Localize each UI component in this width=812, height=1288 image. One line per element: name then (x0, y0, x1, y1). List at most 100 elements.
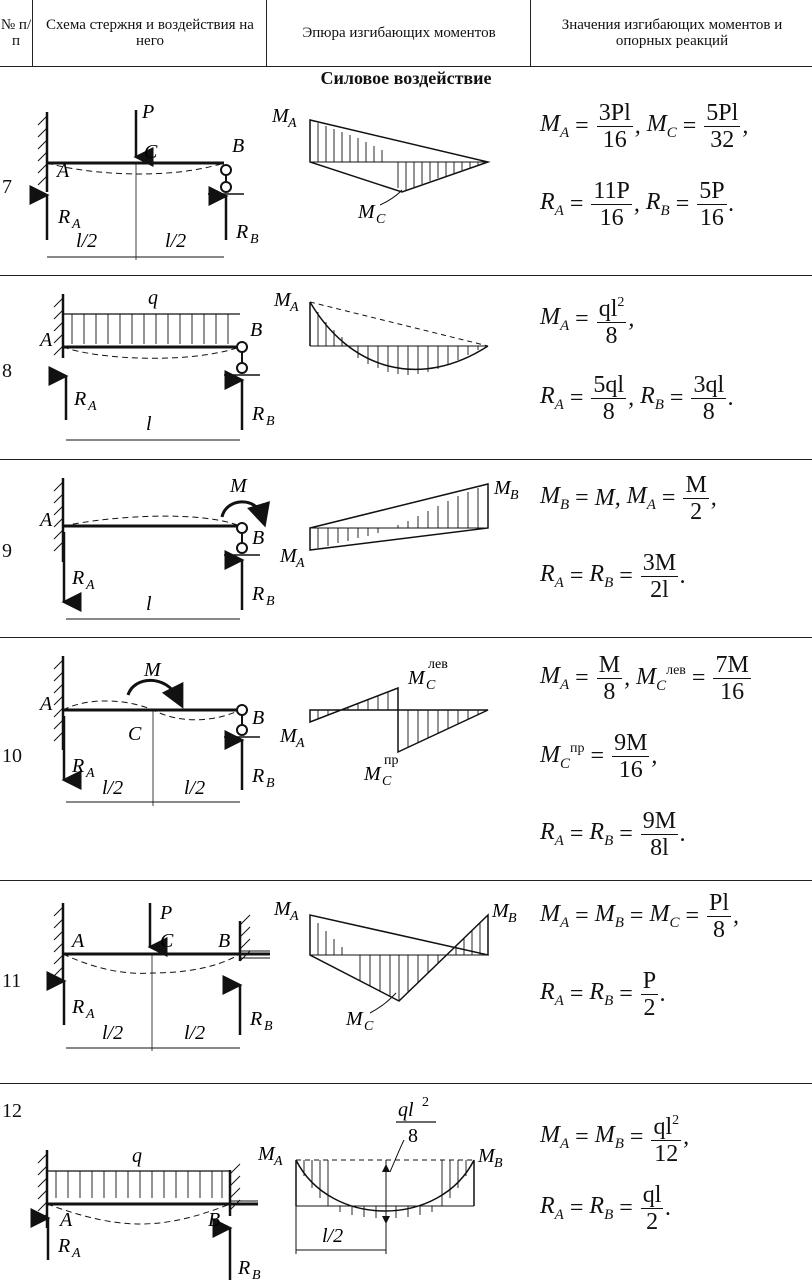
svg-text:C: C (364, 1019, 374, 1034)
label-B: B (218, 930, 230, 952)
label-half: l/2 (165, 230, 186, 252)
diag-MC: M (357, 201, 376, 223)
diag-MA: M (257, 1143, 276, 1165)
svg-text:A: A (295, 556, 305, 571)
header-num: № п/п (0, 17, 32, 49)
svg-text:2: 2 (422, 1095, 429, 1110)
label-RA: R (57, 206, 70, 228)
header-scheme: Схема стержня и воздействия на него (46, 17, 254, 49)
diag-MA: M (271, 105, 290, 127)
label-B: B (252, 527, 264, 549)
svg-text:A: A (87, 399, 97, 414)
section-title: Силовое воздействие (320, 68, 492, 88)
header-divider (530, 0, 531, 66)
label-B: B (250, 319, 262, 341)
label-RB: R (251, 403, 264, 425)
diag-MB: M (477, 1145, 496, 1167)
svg-text:C: C (376, 212, 386, 227)
row-number: 9 (2, 540, 12, 562)
header-divider (266, 0, 267, 66)
header-diagram: Эпюра изгибающих моментов (302, 25, 496, 41)
svg-text:B: B (264, 1019, 273, 1034)
diag-MB: M (493, 477, 512, 499)
label-RB: R (249, 1008, 262, 1030)
row-divider (0, 1083, 812, 1084)
svg-text:C: C (382, 774, 392, 789)
label-M: M (229, 475, 248, 497)
row-number: 12 (2, 1100, 22, 1122)
svg-text:B: B (494, 1156, 503, 1171)
row-number: 11 (2, 970, 22, 992)
diag-MA: M (279, 545, 298, 567)
label-RB: R (251, 583, 264, 605)
label-half: l/2 (184, 777, 205, 799)
table-header: № п/п Схема стержня и воздействия на нег… (0, 0, 812, 67)
label-B: B (232, 135, 244, 157)
diag-MC-left: M (407, 667, 426, 689)
label-A: A (58, 1209, 73, 1231)
svg-text:пр: пр (384, 753, 399, 768)
row-divider (0, 637, 812, 638)
svg-text:A: A (85, 578, 95, 593)
row-divider (0, 275, 812, 276)
svg-text:A: A (287, 116, 297, 131)
label-q: q (132, 1145, 142, 1167)
label-A: A (55, 160, 70, 182)
svg-text:лев: лев (428, 657, 448, 672)
label-half: l/2 (102, 1022, 123, 1044)
label-q: q (148, 287, 158, 309)
label-RB: R (235, 221, 248, 243)
diag-ql2: ql (398, 1099, 414, 1121)
label-RA: R (73, 388, 86, 410)
row-number: 10 (2, 745, 22, 767)
label-half: l/2 (184, 1022, 205, 1044)
label-C: C (160, 930, 174, 952)
label-A: A (38, 693, 53, 715)
svg-text:A: A (273, 1154, 283, 1169)
diag-half: l/2 (322, 1225, 343, 1247)
row-number: 7 (2, 176, 12, 198)
svg-text:A: A (71, 217, 81, 232)
diag-MB: M (491, 900, 510, 922)
label-M: M (143, 659, 162, 681)
svg-text:A: A (295, 736, 305, 751)
row-divider (0, 880, 812, 881)
svg-text:C: C (426, 678, 436, 693)
label-RA: R (71, 755, 84, 777)
row-divider (0, 459, 812, 460)
diag-MC: M (345, 1008, 364, 1030)
row-number: 8 (2, 360, 12, 382)
svg-text:B: B (266, 776, 275, 791)
label-P: P (159, 902, 172, 924)
label-half: l/2 (102, 777, 123, 799)
svg-text:A: A (71, 1246, 81, 1261)
header-divider (32, 0, 33, 66)
label-C: C (144, 141, 158, 163)
label-B: B (252, 707, 264, 729)
label-RA: R (57, 1235, 70, 1257)
label-A: A (38, 509, 53, 531)
svg-text:A: A (85, 1007, 95, 1022)
label-l: l (146, 413, 152, 435)
header-values: Значения изгибающих моментов и опорных р… (561, 17, 783, 49)
svg-text:B: B (266, 594, 275, 609)
svg-text:A: A (289, 909, 299, 924)
diag-MA: M (273, 289, 292, 311)
svg-text:B: B (266, 414, 275, 429)
label-half: l/2 (76, 230, 97, 252)
diag-MA: M (279, 725, 298, 747)
svg-text:B: B (508, 911, 517, 926)
svg-text:B: B (252, 1268, 261, 1283)
label-RA: R (71, 567, 84, 589)
svg-text:B: B (510, 488, 519, 503)
label-RB: R (237, 1257, 250, 1279)
svg-text:8: 8 (408, 1125, 418, 1147)
diag-MC-right: M (363, 763, 382, 785)
